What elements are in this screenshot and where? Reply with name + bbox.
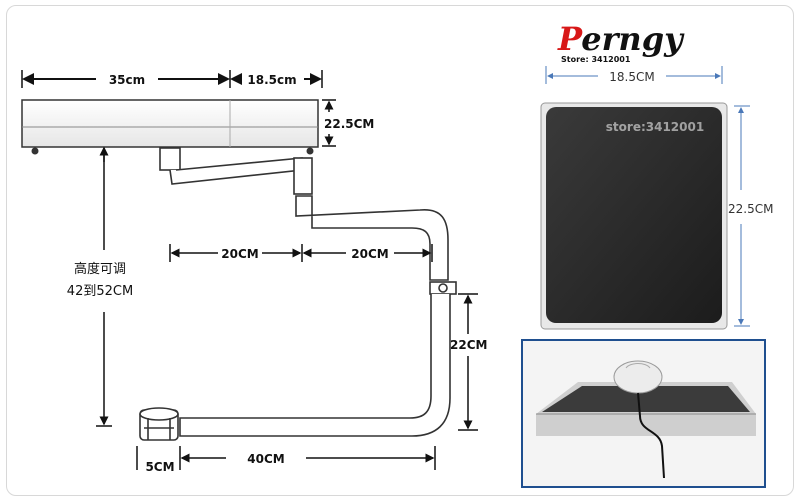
brand-wordmark: Perngy [557,20,685,58]
arm-segments-dimension [169,244,433,262]
vertical-drop-label: 22CM [450,338,487,352]
mouse-photo [521,339,766,488]
pad-width-label: 18.5CM [609,70,654,84]
keyboard-tray [21,99,319,155]
brand-first-letter: P [557,20,583,58]
base-length-label: 40CM [247,452,284,466]
height-range-label: 42到52CM [67,284,133,299]
brand-rest: erngy [581,20,685,58]
perngy-logo: Perngy Store: 3412001 [557,20,685,64]
height-adjustable-label: 高度可调 [74,261,126,277]
clamp-width-label: 5CM [145,460,174,474]
tray-depth-label: 22.5CM [324,117,374,131]
arm-segment-1-label: 20CM [221,247,258,261]
height-dimension [96,146,112,427]
brand-store-line: Store: 3412001 [561,55,631,64]
arm-segment-2-label: 20CM [351,247,388,261]
tray-length-dimension [21,70,323,88]
pad-watermark: store:3412001 [606,120,704,134]
pad-height-label: 22.5CM [728,202,773,216]
tray-length-label-1: 35cm [109,73,145,87]
mouse-pad [540,102,728,330]
base-dimension [136,446,436,470]
pad-width-dimension [545,66,723,84]
tray-depth-dimension [322,99,336,147]
support-arm [139,147,457,441]
vertical-drop-dimension [458,293,478,431]
pad-height-dimension [734,105,750,327]
tray-length-label-2: 18.5cm [247,73,296,87]
